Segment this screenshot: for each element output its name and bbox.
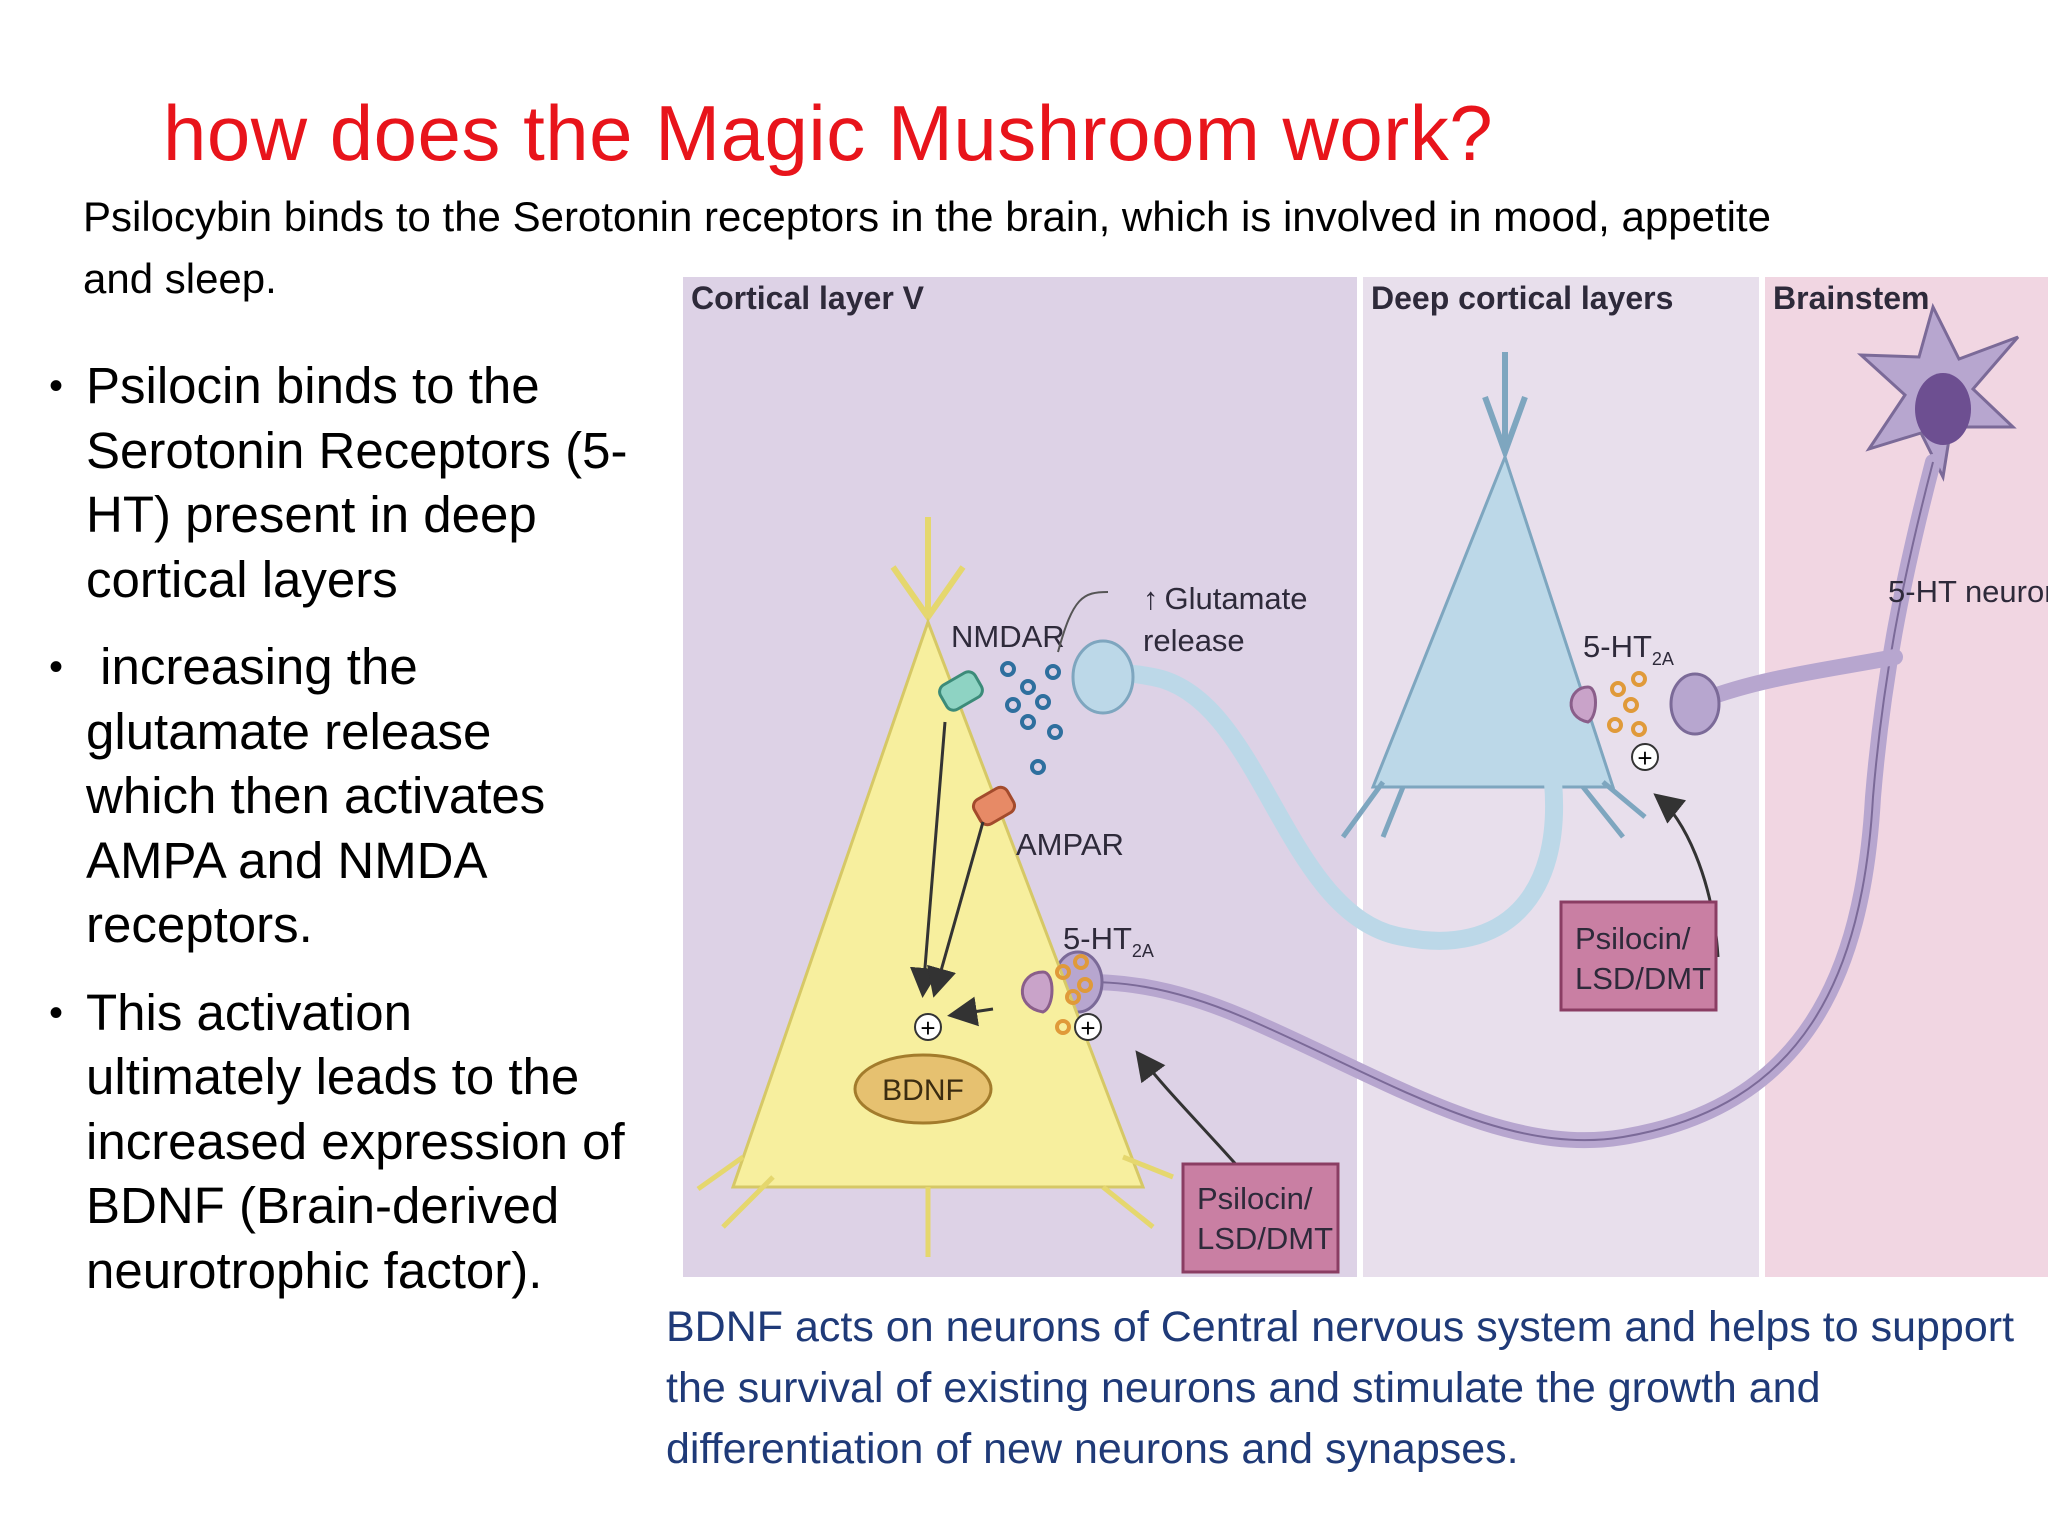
bullet-dot-icon: • [49, 645, 64, 689]
nmdar-label: NMDAR [951, 619, 1065, 654]
plus-icon: + [1074, 1013, 1102, 1043]
bullet-dot-icon: • [49, 990, 64, 1035]
serotonin-mechanism-diagram: Cortical layer V Deep cortical layers Br… [683, 277, 2048, 1277]
bullet-text: This activation ultimately leads to the … [86, 983, 625, 1299]
glutamate-molecules [1000, 661, 1063, 775]
svg-text:+: + [1080, 1013, 1095, 1043]
svg-text:+: + [1637, 743, 1652, 773]
svg-text:LSD/DMT: LSD/DMT [1575, 961, 1711, 996]
svg-text:LSD/DMT: LSD/DMT [1197, 1221, 1333, 1256]
svg-text:Psilocin/: Psilocin/ [1197, 1181, 1313, 1216]
svg-text:+: + [920, 1013, 935, 1043]
drug-box-deep: Psilocin/ LSD/DMT [1559, 900, 1718, 1012]
deep-pyramidal-neuron [1071, 352, 1647, 950]
bullet-dot-icon: • [49, 364, 64, 408]
region-label-brainstem: Brainstem [1773, 280, 1930, 316]
bdnf-caption: BDNF acts on neurons of Central nervous … [666, 1303, 2015, 1473]
svg-text:BDNF: BDNF [882, 1074, 964, 1107]
drug-box-cortical: Psilocin/ LSD/DMT [1181, 1162, 1340, 1274]
serotonin-molecules-cortical [1055, 954, 1093, 1035]
brainstem-panel [1765, 277, 2048, 1277]
ht2a-label-cortical: 5-HT2A [1063, 921, 1154, 961]
bullet-text: Psilocin binds to the Serotonin Receptor… [86, 357, 628, 608]
plus-icon: + [1631, 743, 1659, 773]
bullet-item: • Psilocin binds to the Serotonin Recepto… [45, 354, 630, 612]
bullet-item: • This activation ultimately leads to the… [45, 981, 630, 1304]
slide-title: how does the Magic Mushroom work? [163, 89, 1494, 177]
bullet-list: • Psilocin binds to the Serotonin Recepto… [45, 354, 630, 1326]
region-label-deep: Deep cortical layers [1371, 280, 1673, 316]
ampar-label: AMPAR [1016, 827, 1124, 862]
cortical-pyramidal-neuron: + BDNF [696, 517, 1174, 1257]
ht2a-label-deep: 5-HT2A [1583, 629, 1674, 669]
slide-subtitle: Psilocybin binds to the Serotonin recept… [83, 193, 1771, 302]
svg-text:Psilocin/: Psilocin/ [1575, 921, 1691, 956]
serotonin-neuron-label: 5-HT neuron [1888, 574, 2048, 609]
region-label-cortical: Cortical layer V [691, 280, 925, 316]
serotonin-molecules-deep [1607, 671, 1647, 737]
bullet-text: increasing the glutamate release which t… [86, 638, 557, 953]
glutamate-release-label: ↑Glutamate [1143, 581, 1308, 616]
glutamate-release-label-line2: release [1143, 623, 1245, 658]
bullet-item: • increasing the glutamate release which… [45, 635, 630, 958]
